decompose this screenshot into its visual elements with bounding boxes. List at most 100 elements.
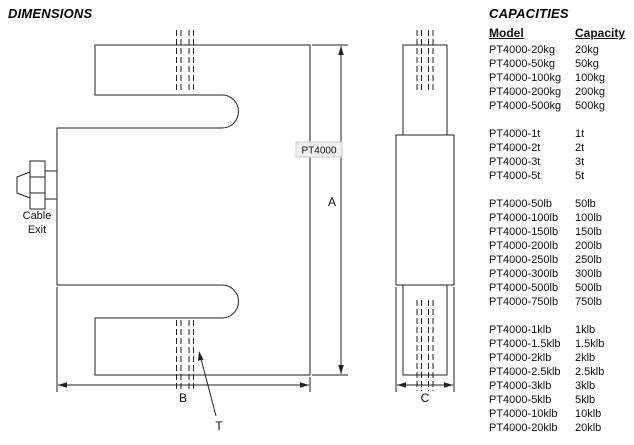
capacity-cell: 10klb — [575, 408, 602, 420]
table-row: PT4000-500kg 500kg — [489, 99, 631, 113]
front-view-outline — [56, 44, 311, 376]
model-cell: PT4000-5t — [489, 170, 541, 182]
model-cell: PT4000-5klb — [489, 394, 552, 406]
model-cell: PT4000-500kg — [489, 100, 562, 112]
capacity-cell: 2t — [575, 142, 585, 154]
dimension-drawing: A B C T Cable Exit PT4000 — [16, 30, 455, 433]
table-row: PT4000-5t 5t — [489, 169, 631, 183]
model-cell: PT4000-200lb — [489, 240, 559, 252]
capacity-cell: 200kg — [575, 86, 605, 98]
table-row: PT4000-2klb 2klb — [489, 351, 631, 365]
dimension-a — [312, 44, 348, 376]
model-cell: PT4000-750lb — [489, 296, 559, 308]
model-cell: PT4000-2t — [489, 142, 541, 154]
model-cell: PT4000-300lb — [489, 268, 559, 280]
cable-exit-label-line2: Exit — [28, 224, 46, 236]
capacity-cell: 200lb — [575, 240, 602, 252]
capacity-cell: 50lb — [575, 198, 596, 210]
side-top-hole-centerlines — [416, 30, 434, 90]
table-row: PT4000-500lb 500lb — [489, 281, 631, 295]
capacities-header-row: Model Capacity — [489, 26, 631, 40]
model-cell: PT4000-2klb — [489, 352, 552, 364]
table-row: PT4000-200kg 200kg — [489, 85, 631, 99]
dim-c-label: C — [421, 391, 430, 405]
side-view — [395, 44, 455, 376]
table-row: PT4000-1klb 1klb — [489, 323, 631, 337]
capacity-cell: 5t — [575, 170, 585, 182]
model-cell: PT4000-50kg — [489, 58, 556, 70]
table-row: PT4000-1.5klb 1.5klb — [489, 337, 631, 351]
capacity-cell: 500kg — [575, 100, 605, 112]
table-row: PT4000-750lb 750lb — [489, 295, 631, 309]
watermark-box — [295, 141, 343, 158]
front-top-hole-centerlines — [176, 30, 194, 93]
capacity-cell: 750lb — [575, 296, 602, 308]
model-cell: PT4000-100kg — [489, 72, 562, 84]
table-row: PT4000-3t 3t — [489, 155, 631, 169]
table-row: PT4000-20klb 20klb — [489, 421, 631, 435]
watermark: PT4000 — [295, 141, 343, 158]
table-row: PT4000-2t 2t — [489, 141, 631, 155]
dimensions-heading: DIMENSIONS — [8, 6, 93, 21]
model-cell: PT4000-250lb — [489, 254, 559, 266]
t-leader-arrow — [198, 351, 217, 417]
table-row: PT4000-200lb 200lb — [489, 239, 631, 253]
table-row: PT4000-300lb 300lb — [489, 267, 631, 281]
table-row: PT4000-1t 1t — [489, 127, 631, 141]
capacity-cell: 20kg — [575, 44, 599, 56]
table-row: PT4000-100lb 100lb — [489, 211, 631, 225]
capacity-cell: 300lb — [575, 268, 602, 280]
capacity-column-header: Capacity — [575, 26, 626, 40]
model-cell: PT4000-20kg — [489, 44, 556, 56]
model-cell: PT4000-3klb — [489, 380, 552, 392]
capacity-cell: 3klb — [575, 380, 596, 392]
table-row: PT4000-250lb 250lb — [489, 253, 631, 267]
capacity-cell: 5klb — [575, 394, 596, 406]
table-row: PT4000-5klb 5klb — [489, 393, 631, 407]
model-cell: PT4000-1.5klb — [489, 338, 561, 350]
capacity-cell: 100lb — [575, 212, 602, 224]
model-cell: PT4000-1t — [489, 128, 541, 140]
model-cell: PT4000-2.5klb — [489, 366, 561, 378]
model-cell: PT4000-500lb — [489, 282, 559, 294]
side-bottom-hole-centerlines — [416, 300, 434, 391]
model-cell: PT4000-3t — [489, 156, 541, 168]
table-row: PT4000-20kg 20kg — [489, 43, 631, 57]
dim-a-label: A — [328, 195, 336, 209]
capacity-cell: 100kg — [575, 72, 605, 84]
capacity-cell: 50kg — [575, 58, 599, 70]
capacity-group-lb: PT4000-50lb 50lb PT4000-100lb 100lb PT40… — [489, 197, 631, 309]
capacity-cell: 150lb — [575, 226, 602, 238]
model-cell: PT4000-1klb — [489, 324, 552, 336]
capacity-cell: 500lb — [575, 282, 602, 294]
table-row: PT4000-50lb 50lb — [489, 197, 631, 211]
cable-gland — [16, 160, 58, 210]
capacity-cell: 2klb — [575, 352, 596, 364]
model-cell: PT4000-20klb — [489, 422, 558, 434]
model-cell: PT4000-100lb — [489, 212, 559, 224]
capacity-cell: 3t — [575, 156, 585, 168]
table-row: PT4000-150lb 150lb — [489, 225, 631, 239]
dimension-b — [56, 287, 311, 392]
capacity-cell: 250lb — [575, 254, 602, 266]
capacity-cell: 2.5klb — [575, 366, 605, 378]
capacity-group-kg: PT4000-20kg 20kg PT4000-50kg 50kg PT4000… — [489, 43, 631, 113]
front-bottom-hole-centerlines — [176, 320, 194, 391]
model-cell: PT4000-10klb — [489, 408, 558, 420]
model-column-header: Model — [489, 26, 524, 40]
dim-t-label: T — [215, 419, 223, 433]
capacities-heading: CAPACITIES — [489, 6, 569, 21]
table-row: PT4000-50kg 50kg — [489, 57, 631, 71]
cable-exit-label-line1: Cable — [23, 210, 52, 222]
model-cell: PT4000-50lb — [489, 198, 552, 210]
capacity-cell: 1t — [575, 128, 585, 140]
capacity-group-klb: PT4000-1klb 1klb PT4000-1.5klb 1.5klb PT… — [489, 323, 631, 435]
watermark-text: PT4000 — [301, 146, 336, 157]
capacity-cell: 1klb — [575, 324, 596, 336]
dim-b-label: B — [179, 391, 187, 405]
capacity-group-t: PT4000-1t 1t PT4000-2t 2t PT4000-3t 3t P… — [489, 127, 631, 183]
capacities-table: Model Capacity PT4000-20kg 20kg PT4000-5… — [489, 26, 631, 435]
table-row: PT4000-10klb 10klb — [489, 407, 631, 421]
model-cell: PT4000-200kg — [489, 86, 562, 98]
dimension-c — [395, 287, 455, 392]
